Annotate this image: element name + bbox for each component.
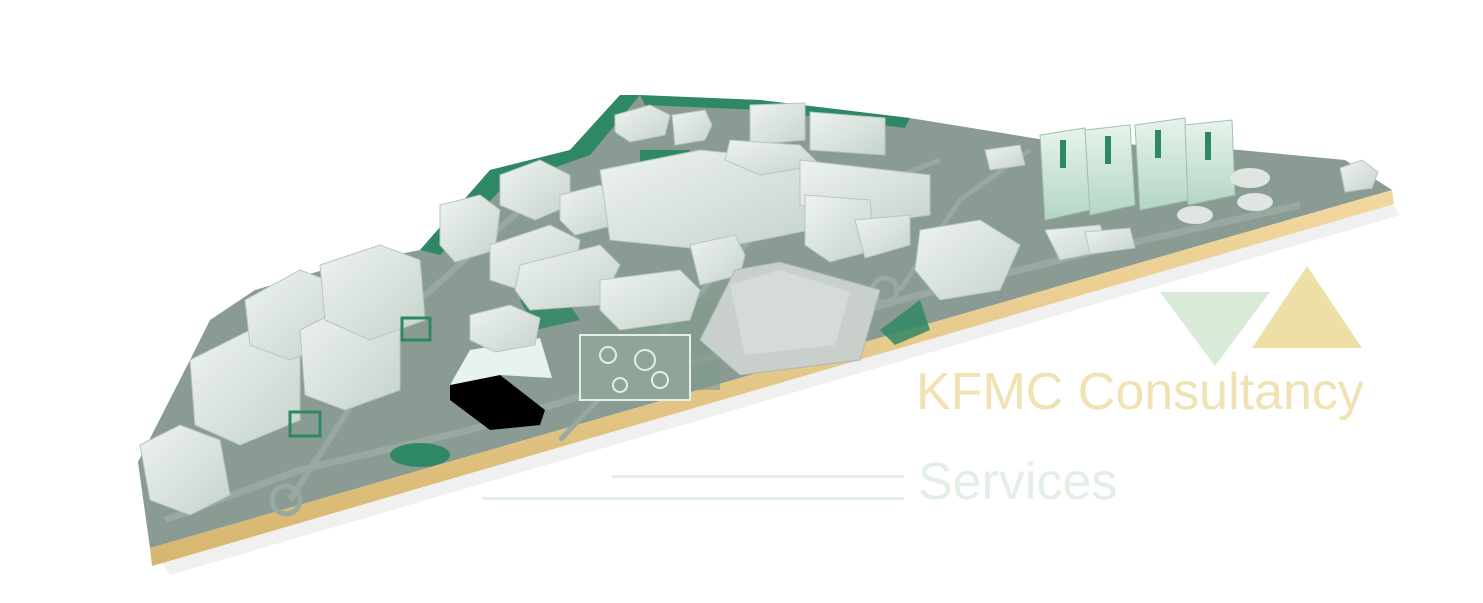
landmark-tower-small — [469, 304, 541, 353]
central-garden — [579, 334, 691, 401]
roundabout-west — [269, 483, 303, 517]
east-tower-shadows — [1060, 130, 1211, 168]
tank-3 — [1177, 206, 1213, 224]
green-patch-1 — [390, 443, 450, 467]
green-patch-3 — [880, 300, 930, 345]
landmark-top — [450, 338, 552, 385]
landmark-dark-side — [450, 375, 545, 430]
tank-1 — [1230, 168, 1270, 188]
model-shadow — [160, 200, 1400, 575]
tank-2 — [1237, 193, 1273, 211]
east-towers — [1039, 117, 1236, 221]
central-complex — [514, 139, 931, 331]
east-tip-building — [1339, 159, 1379, 193]
model-plinth — [150, 190, 1394, 566]
large-hall-roof — [730, 270, 850, 355]
east-buildings — [914, 144, 1136, 301]
west-residential — [139, 244, 426, 516]
west-courtyards — [288, 316, 432, 438]
